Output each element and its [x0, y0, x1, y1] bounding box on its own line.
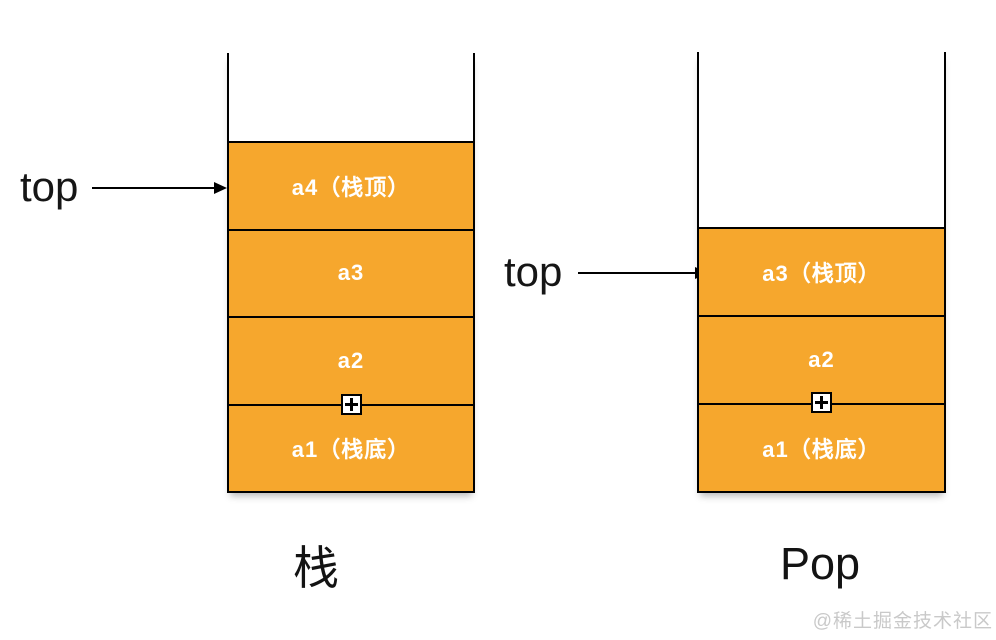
stack-container-left: a4（栈顶） a3 a2 a1（栈底）: [227, 53, 475, 493]
stack-container-right: a3（栈顶） a2 a1（栈底）: [697, 52, 946, 493]
plus-icon-bar: [350, 398, 353, 411]
stack-caption-right: Pop: [779, 538, 861, 589]
stack-element: a1（栈底）: [229, 403, 473, 491]
stack-element: a1（栈底）: [699, 403, 944, 491]
stack-element: a2: [229, 316, 473, 404]
top-pointer-arrow-right: [578, 267, 708, 279]
stack-blocks-left: a4（栈顶） a3 a2 a1（栈底）: [229, 141, 473, 491]
stack-element: a3（栈顶）: [699, 227, 944, 315]
top-pointer-label-right: top: [504, 248, 563, 295]
plus-icon: [811, 392, 832, 413]
stack-blocks-right: a3（栈顶） a2 a1（栈底）: [699, 227, 944, 491]
watermark: @稀土掘金技术社区: [812, 611, 993, 632]
top-pointer-arrow-left: [92, 182, 227, 194]
top-pointer-label-left: top: [20, 163, 79, 210]
stack-element: a3: [229, 228, 473, 316]
plus-icon-bar: [820, 396, 823, 409]
stack-element: a2: [699, 315, 944, 403]
stack-element: a4（栈顶）: [229, 141, 473, 229]
plus-icon: [341, 394, 362, 415]
stack-caption-left: 栈: [293, 542, 339, 594]
